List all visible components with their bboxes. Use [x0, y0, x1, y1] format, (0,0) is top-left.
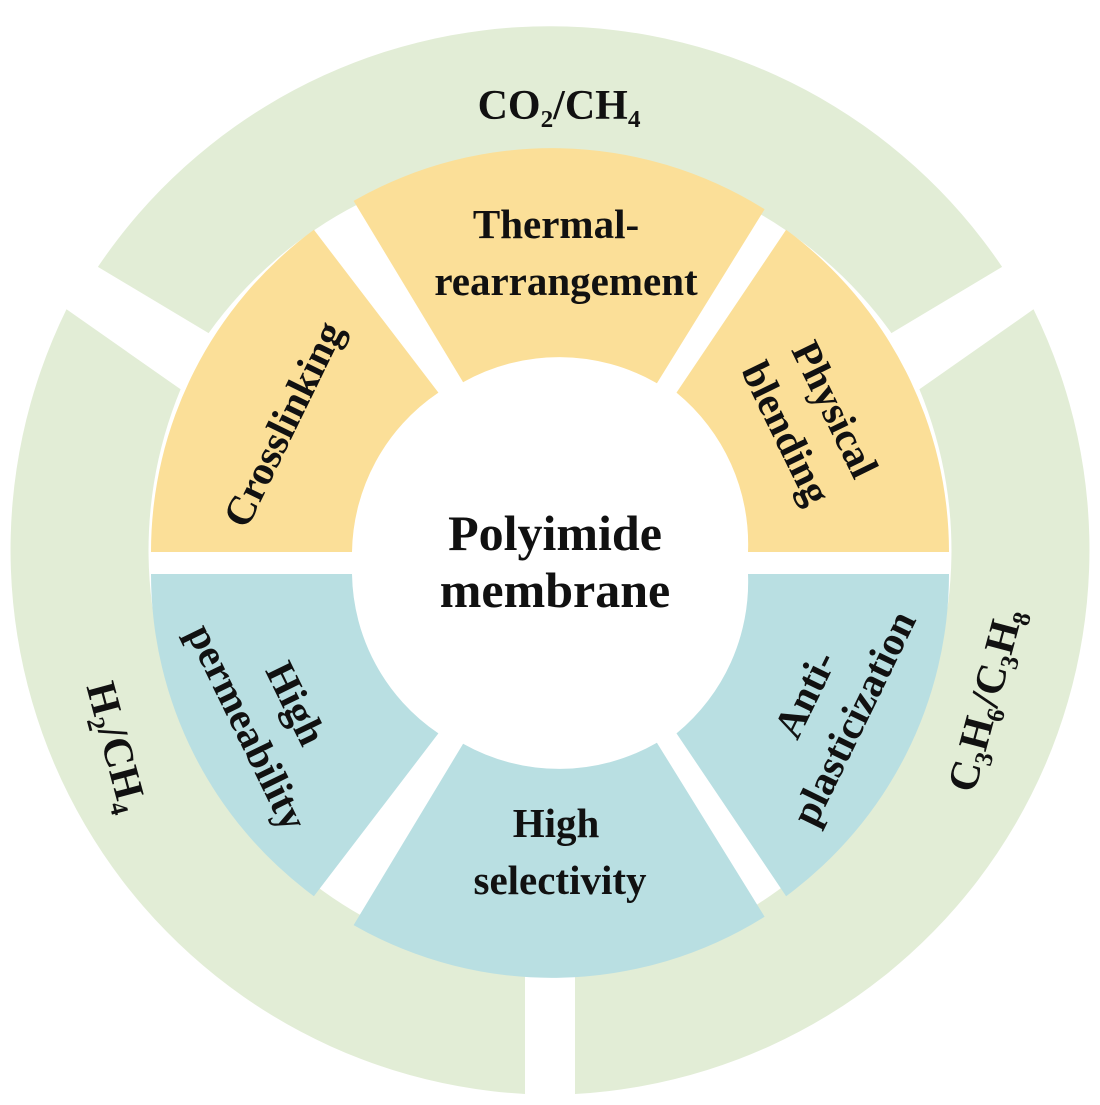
label-thermal-line2: rearrangement: [434, 258, 698, 304]
segment-thermal-rearrangement: [353, 148, 765, 384]
segment-high-permeability: [151, 574, 439, 897]
center-label: Polyimide membrane: [440, 505, 671, 618]
center-label-line1: Polyimide: [448, 505, 662, 561]
outer-ring: [10, 26, 1090, 1094]
center-label-line2: membrane: [440, 562, 671, 618]
label-high-selectivity: High selectivity: [473, 800, 647, 903]
label-thermal-line1: Thermal-: [473, 201, 639, 247]
outer-segment-co2-ch4: [97, 26, 1003, 334]
outer-segment-h2-ch4: [10, 309, 525, 1094]
segment-crosslinking: [151, 229, 439, 553]
middle-ring: [151, 148, 950, 978]
label-selectivity-line1: High: [513, 800, 600, 846]
label-selectivity-line2: selectivity: [473, 857, 647, 903]
label-co2-ch4: CO₂/CH₄: [478, 83, 641, 129]
segment-high-selectivity: [353, 742, 765, 978]
center-circle: [358, 371, 742, 755]
label-thermal-rearrangement: Thermal- rearrangement: [434, 201, 698, 304]
segment-physical-blending: [676, 229, 950, 553]
outer-segment-c3h6-c3h8: [575, 309, 1090, 1094]
segment-anti-plasticization: [676, 574, 950, 897]
